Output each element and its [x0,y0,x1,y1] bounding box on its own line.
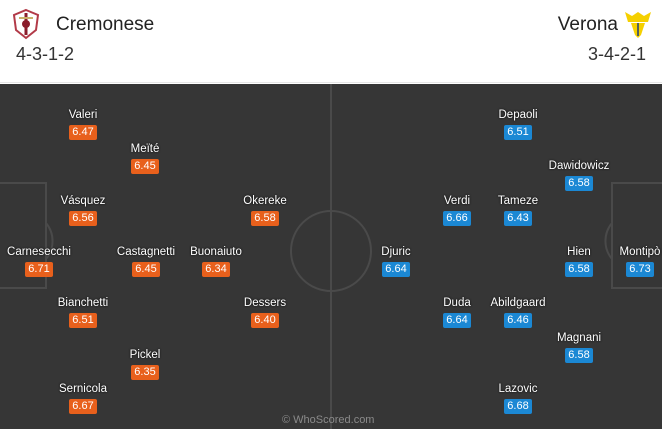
away-player-montipo[interactable]: Montipò 6.73 [600,245,662,277]
player-name: Hien [567,246,591,258]
player-rating: 6.58 [565,348,593,363]
player-name: Castagnetti [116,246,176,258]
player-name: Vásquez [60,195,106,207]
home-player-pickel[interactable]: Pickel 6.35 [105,348,185,380]
away-player-abildgaard[interactable]: Abildgaard 6.46 [478,296,558,328]
away-player-hien[interactable]: Hien 6.58 [539,245,619,277]
player-name: Bianchetti [57,297,109,309]
player-name: Montipò [619,246,661,258]
player-rating: 6.45 [131,159,159,174]
player-rating: 6.46 [504,313,532,328]
player-name: Depaoli [498,109,538,121]
home-player-bianchetti[interactable]: Bianchetti 6.51 [43,296,123,328]
player-rating: 6.58 [565,262,593,277]
home-player-meite[interactable]: Meïté 6.45 [105,142,185,174]
home-player-castagnetti[interactable]: Castagnetti 6.45 [106,245,186,277]
home-player-carnesecchi[interactable]: Carnesecchi 6.71 [0,245,79,277]
player-rating: 6.34 [202,262,230,277]
player-name: Tameze [497,195,539,207]
away-player-duda[interactable]: Duda 6.64 [417,296,497,328]
player-rating: 6.35 [131,365,159,380]
player-name: Valeri [68,109,98,121]
pitch: Valeri 6.47 Meïté 6.45 Vásquez 6.56 Oker… [0,84,662,429]
player-rating: 6.51 [504,125,532,140]
home-player-vasquez[interactable]: Vásquez 6.56 [43,194,123,226]
player-rating: 6.67 [69,399,97,414]
player-name: Djuric [381,246,411,258]
home-player-okereke[interactable]: Okereke 6.58 [225,194,305,226]
player-rating: 6.58 [565,176,593,191]
cremonese-crest-icon [12,8,40,40]
away-player-djuric[interactable]: Djuric 6.64 [356,245,436,277]
player-name: Duda [443,297,471,309]
player-rating: 6.64 [443,313,471,328]
verona-crest-icon [625,12,651,38]
player-name: Lazovic [498,383,538,395]
player-rating: 6.64 [382,262,410,277]
player-rating: 6.47 [69,125,97,140]
player-name: Carnesecchi [7,246,71,258]
player-name: Buonaiuto [190,246,242,258]
player-name: Dessers [243,297,287,309]
away-player-lazovic[interactable]: Lazovic 6.68 [478,382,558,414]
home-player-sernicola[interactable]: Sernicola 6.67 [43,382,123,414]
pitch-markings [0,84,662,429]
home-player-valeri[interactable]: Valeri 6.47 [43,108,123,140]
player-rating: 6.68 [504,399,532,414]
player-rating: 6.45 [132,262,160,277]
away-player-depaoli[interactable]: Depaoli 6.51 [478,108,558,140]
player-rating: 6.43 [504,211,532,226]
player-rating: 6.71 [25,262,53,277]
player-rating: 6.66 [443,211,471,226]
home-formation: 4-3-1-2 [16,44,75,64]
home-team-name: Cremonese [56,14,155,35]
away-player-magnani[interactable]: Magnani 6.58 [539,331,619,363]
match-header: Cremonese 4-3-1-2 Verona 3-4-2-1 [0,0,662,83]
away-player-verdi[interactable]: Verdi 6.66 [417,194,497,226]
player-rating: 6.51 [69,313,97,328]
player-name: Dawidowicz [548,160,610,172]
player-name: Magnani [556,332,602,344]
player-name: Verdi [443,195,471,207]
player-rating: 6.73 [626,262,654,277]
player-name: Abildgaard [490,297,546,309]
watermark: © WhoScored.com [282,414,375,426]
away-player-dawidowicz[interactable]: Dawidowicz 6.58 [539,159,619,191]
away-player-tameze[interactable]: Tameze 6.43 [478,194,558,226]
player-name: Meïté [130,143,160,155]
player-name: Okereke [243,195,287,207]
home-player-dessers[interactable]: Dessers 6.40 [225,296,305,328]
player-rating: 6.58 [251,211,279,226]
player-name: Pickel [129,349,161,361]
home-player-buonaiuto[interactable]: Buonaiuto 6.34 [176,245,256,277]
player-name: Sernicola [59,383,107,395]
away-formation: 3-4-2-1 [587,44,646,64]
away-team-name: Verona [557,14,618,35]
player-rating: 6.40 [251,313,279,328]
player-rating: 6.56 [69,211,97,226]
